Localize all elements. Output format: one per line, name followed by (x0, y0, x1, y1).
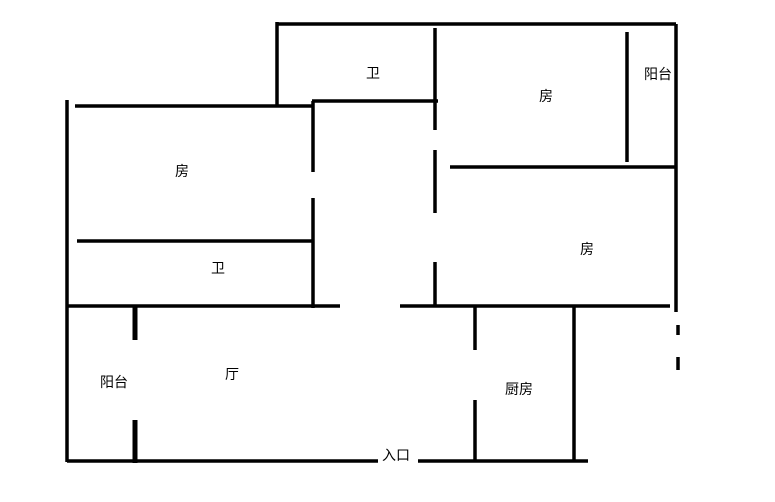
label-balcony-top-right: 阳台 (644, 67, 672, 83)
label-entrance: 入口 (380, 448, 412, 464)
label-bedroom-right: 房 (580, 242, 594, 258)
label-bedroom-top-right: 房 (539, 89, 553, 105)
label-balcony-left: 阳台 (100, 375, 128, 391)
label-kitchen: 厨房 (505, 382, 533, 398)
label-bathroom-top: 卫 (366, 66, 380, 82)
label-bathroom-left: 卫 (211, 261, 225, 277)
label-bedroom-left: 房 (175, 164, 189, 180)
label-living-room: 厅 (225, 367, 239, 383)
